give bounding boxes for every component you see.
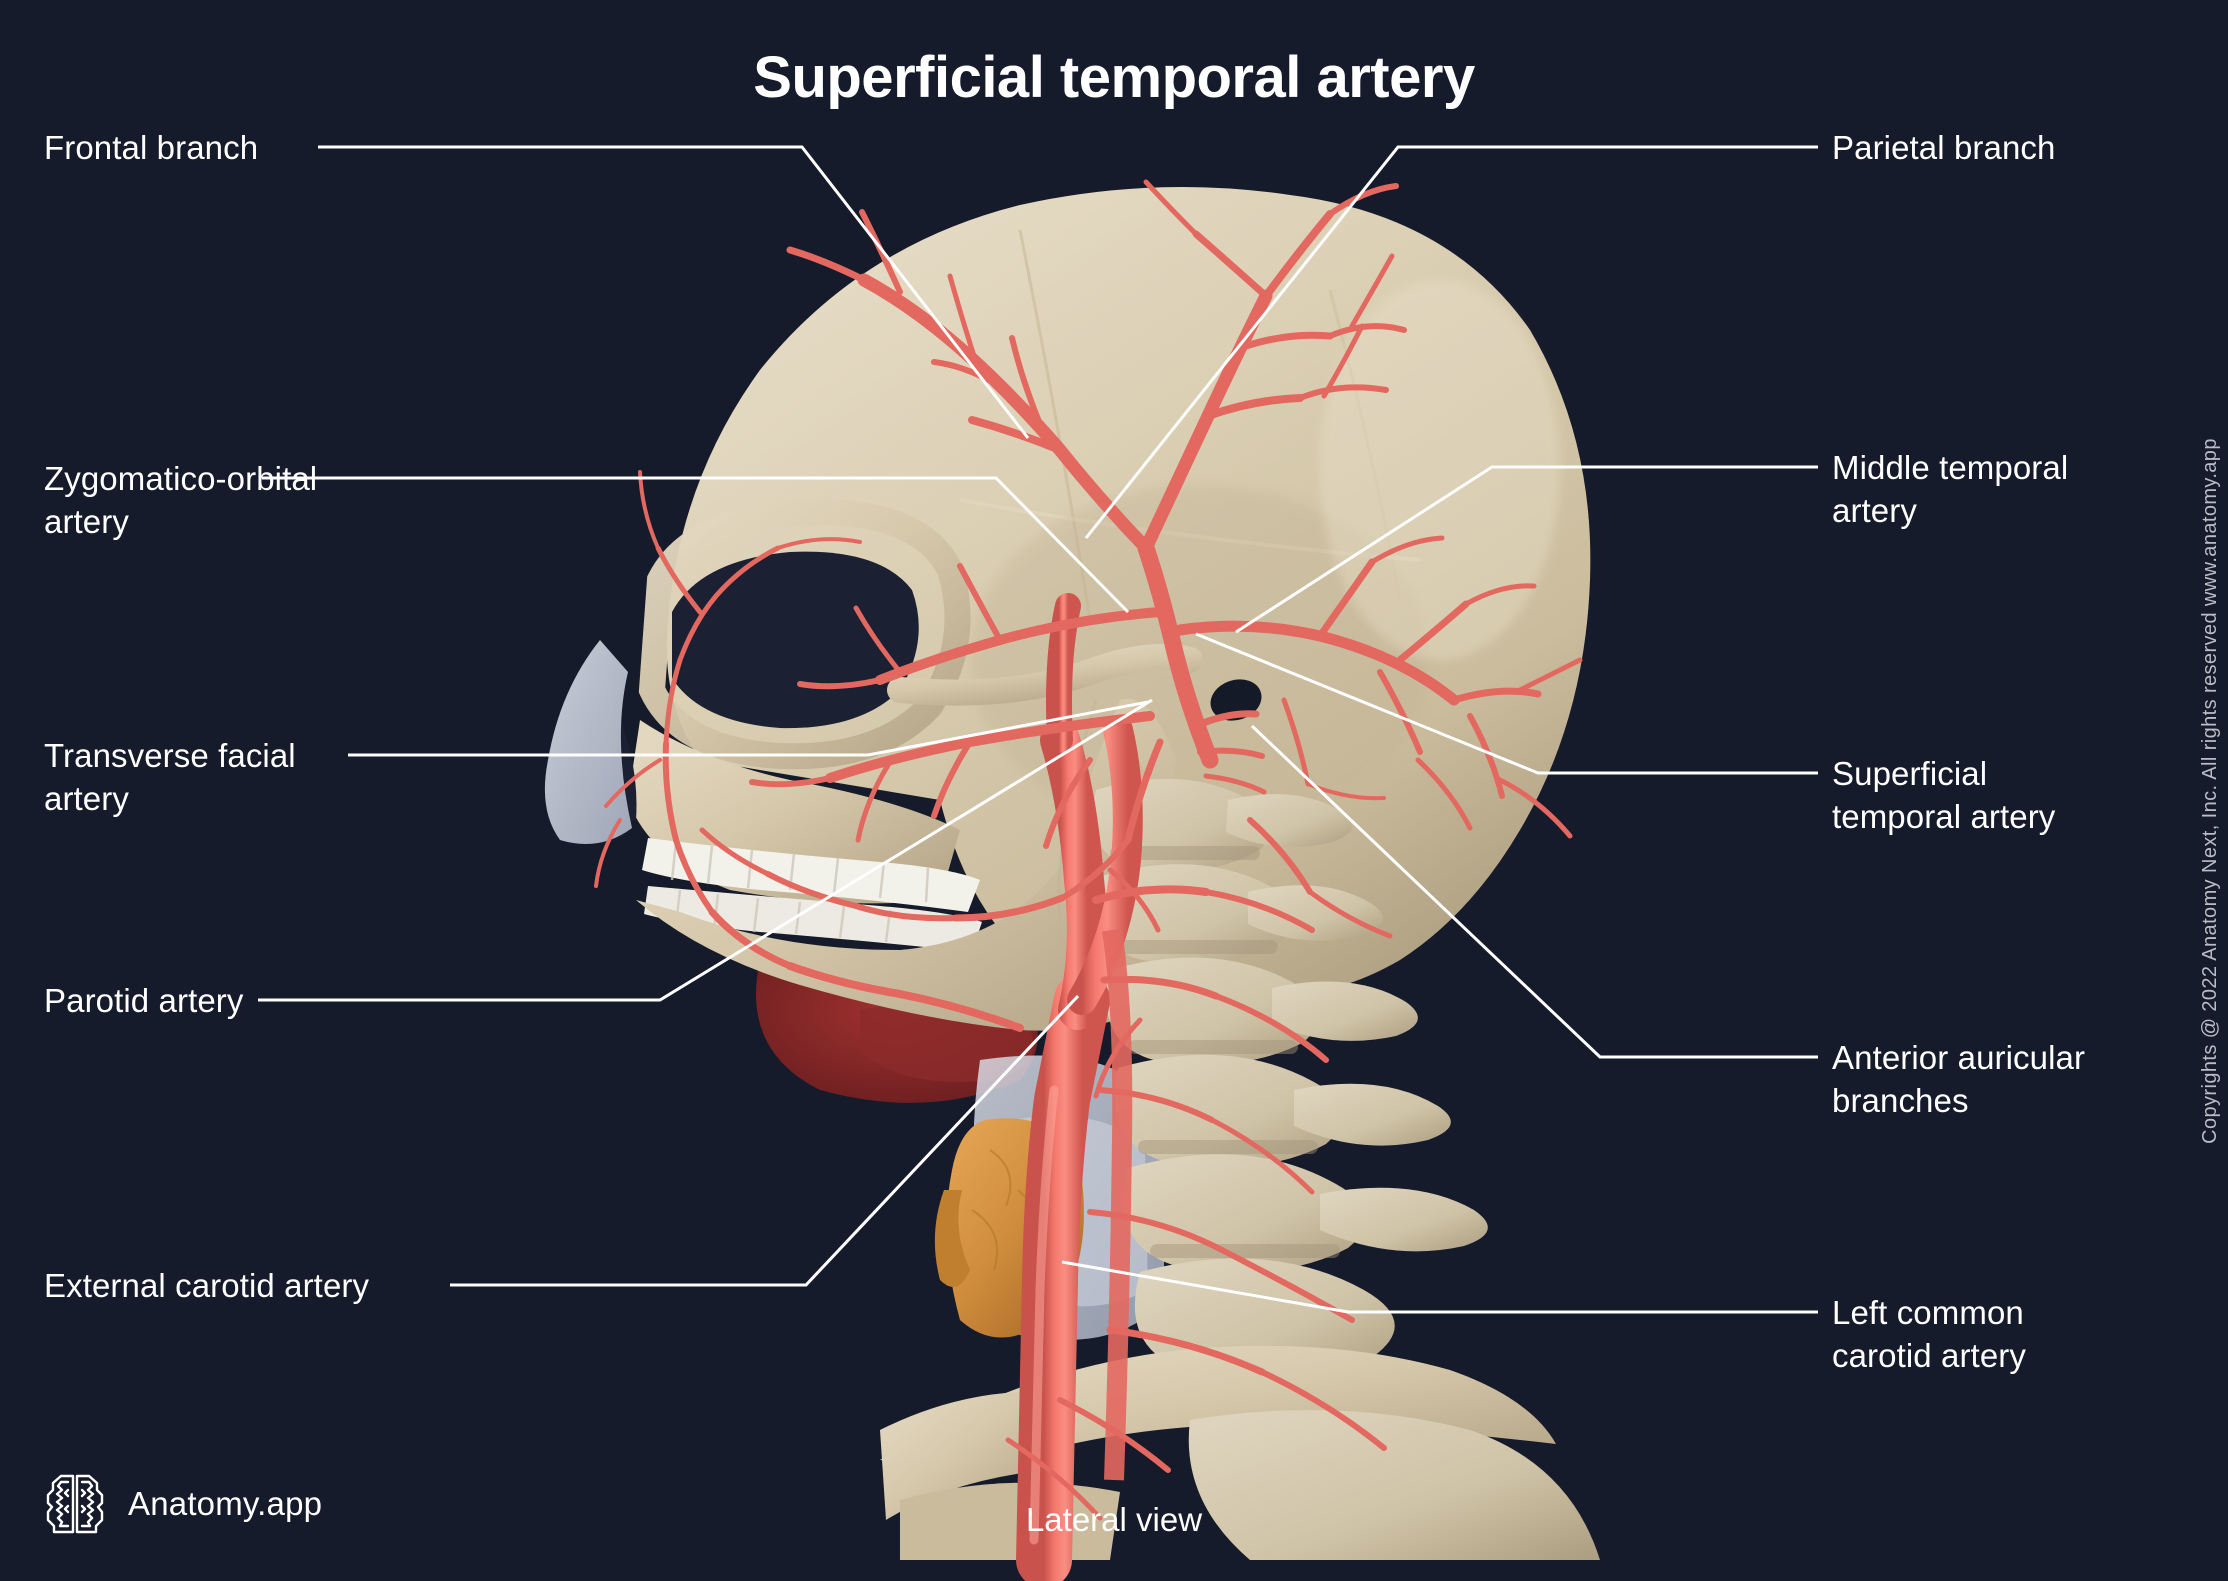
label-external-carotid-artery: External carotid artery xyxy=(44,1267,370,1304)
leader-transverse-facial-artery xyxy=(348,700,1149,757)
copyright-notice: Copyrights @ 2022 Anatomy Next, Inc. All… xyxy=(2199,437,2221,1144)
page-title: Superficial temporal artery xyxy=(753,45,1475,110)
facial-skeleton xyxy=(544,498,1262,1031)
label-frontal-branch: Frontal branch xyxy=(44,129,259,166)
brain-icon xyxy=(46,1474,104,1534)
leader-parotid-artery xyxy=(258,698,1153,1002)
brand-logo[interactable]: Anatomy.app xyxy=(44,1471,322,1537)
label-anterior-auricular-branches: Anterior auricular branches xyxy=(1832,1039,2086,1119)
leader-anterior-auricular-branches xyxy=(1250,724,1818,1059)
superficial-temporal-artery-tree xyxy=(594,179,1583,1521)
leader-left-common-carotid-artery xyxy=(1061,1260,1818,1314)
leader-lines xyxy=(258,145,1818,1314)
label-left-common-carotid-artery: Left common carotid artery xyxy=(1832,1294,2026,1374)
label-parotid-artery: Parotid artery xyxy=(44,982,244,1019)
carotid-arteries xyxy=(1016,593,1143,1581)
leader-external-carotid-artery xyxy=(450,994,1080,1287)
label-transverse-facial-artery: Transverse facial artery xyxy=(44,737,296,817)
lower-teeth xyxy=(644,886,982,952)
leader-middle-temporal-artery xyxy=(1235,465,1818,634)
leader-frontal-branch xyxy=(318,145,1030,439)
brand-name: Anatomy.app xyxy=(128,1485,323,1522)
leader-zygomatico-orbital-artery xyxy=(262,476,1130,614)
leader-superficial-temporal-artery xyxy=(1195,632,1818,775)
label-zygomatico-orbital-artery: Zygomatico-orbital artery xyxy=(44,460,318,540)
label-middle-temporal-artery: Middle temporal artery xyxy=(1832,449,2069,529)
label-parietal-branch: Parietal branch xyxy=(1832,129,2056,166)
view-caption: Lateral view xyxy=(1025,1501,1203,1538)
leader-parietal-branch xyxy=(1084,145,1818,539)
label-superficial-temporal-artery: Superficial temporal artery xyxy=(1832,755,2056,835)
